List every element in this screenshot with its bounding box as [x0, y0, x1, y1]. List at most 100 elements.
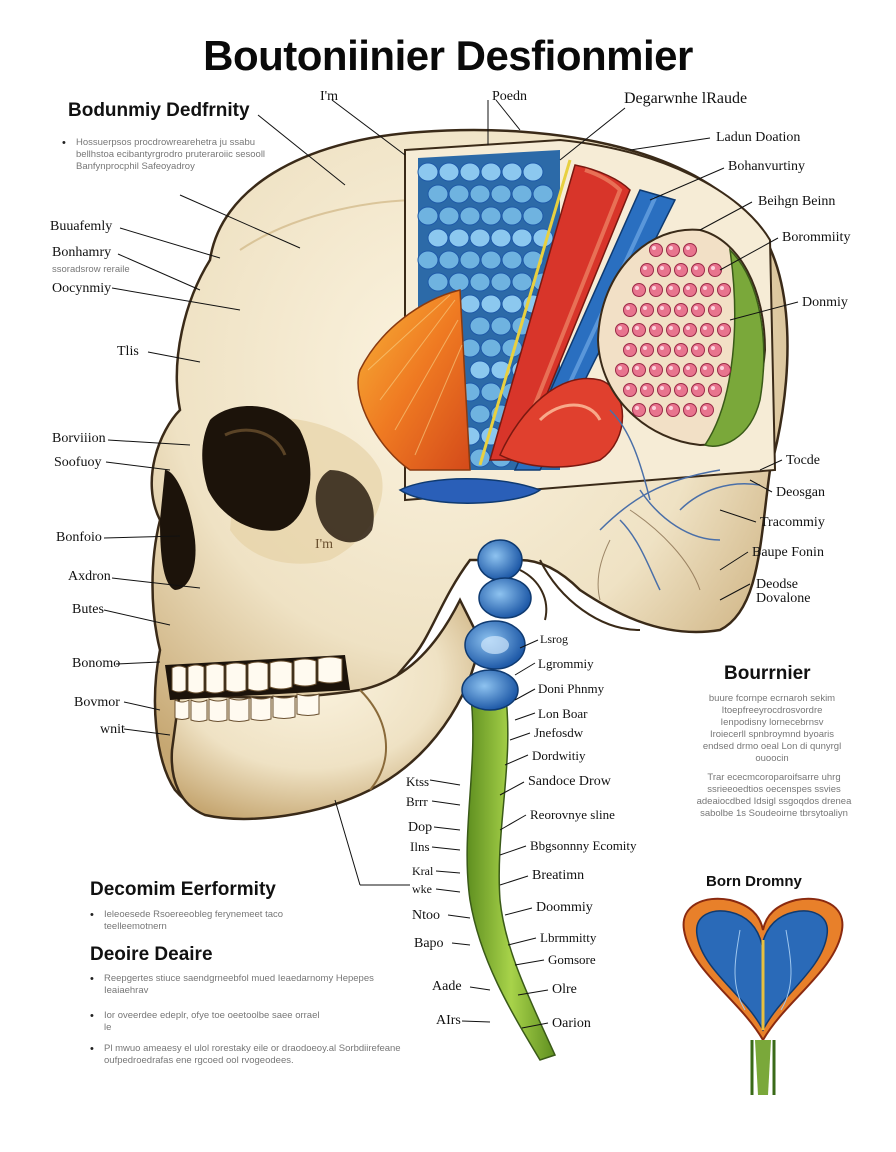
left-sublabel: ssoradsrow reraile [52, 264, 130, 275]
spine-left-label-1: Ktss [406, 774, 430, 789]
pink-cell [691, 263, 705, 277]
leader-line [719, 237, 779, 271]
brain-cell [469, 316, 491, 336]
brain-cell [459, 294, 481, 314]
pink-cell-highlight [677, 386, 681, 390]
leader-line [123, 701, 161, 711]
leader-line [447, 914, 471, 919]
pink-cell-highlight [686, 406, 690, 410]
page-title: Boutoniinier Desfionmier [203, 32, 693, 79]
spine-right-label-15: Oarion [552, 1016, 591, 1031]
right-label-4: Borommiity [782, 230, 851, 245]
leader-line [495, 99, 521, 131]
pink-cell [615, 323, 629, 337]
pink-cell-highlight [618, 366, 622, 370]
leader-line [334, 799, 361, 886]
pink-cell-highlight [626, 386, 630, 390]
brain-cell [469, 228, 491, 248]
pink-cell [632, 323, 646, 337]
pink-cell-highlight [694, 346, 698, 350]
pink-cell [640, 303, 654, 317]
leader-line [111, 577, 201, 589]
nasal-cavity [160, 470, 196, 590]
leader-line [461, 1020, 491, 1023]
brain-cell [532, 184, 554, 204]
pink-cell-highlight [626, 346, 630, 350]
pink-cell-highlight [711, 346, 715, 350]
pink-cell-highlight [635, 326, 639, 330]
left-label-11: Bovmor [74, 695, 120, 710]
spine-right-label-8: Reorovnye sline [530, 807, 615, 822]
leader-line [519, 639, 539, 649]
brain-cell [511, 228, 533, 248]
pink-cell-highlight [660, 266, 664, 270]
right-label-5: Donmiy [802, 295, 848, 310]
pink-cell [700, 283, 714, 297]
spine-left-label-7: Ntoo [412, 908, 440, 923]
brain-cell [501, 250, 523, 270]
pink-cell [674, 303, 688, 317]
leader-line [629, 137, 711, 151]
brain-cell [459, 162, 481, 182]
pink-cell-highlight [643, 346, 647, 350]
pink-cell-highlight [660, 386, 664, 390]
pink-cell [666, 283, 680, 297]
leader-line [257, 114, 346, 186]
spine-left-label-3: Dop [408, 820, 433, 835]
pink-cell [640, 263, 654, 277]
pink-cell-highlight [618, 326, 622, 330]
leader-line [719, 509, 757, 523]
leader-line [514, 688, 536, 701]
pink-cell-highlight [694, 306, 698, 310]
pink-cell-highlight [626, 306, 630, 310]
leader-line [431, 846, 461, 851]
pink-cell [691, 303, 705, 317]
leader-line [517, 989, 549, 996]
bottom-left-bullet-1: •Ieleoesede Rsoereeobleg ferynemeet taco… [90, 909, 284, 932]
pink-cell-highlight [711, 266, 715, 270]
right-label-1: Ladun Doation [716, 130, 801, 145]
leader-lines [103, 99, 799, 1029]
bottom-left-heading-1: Decomim Eerformity [90, 879, 276, 900]
pink-cell [700, 323, 714, 337]
pink-cell [674, 383, 688, 397]
right-label-8: Tracommiy [760, 515, 825, 530]
spine-right-label-7: Sandoce Drow [528, 774, 611, 789]
brain-cell [448, 228, 470, 248]
leader-line [499, 845, 527, 856]
left-label-8: Axdron [68, 569, 111, 584]
leader-line [103, 535, 181, 539]
spine-right-label-9: Bbgsonnny Ecomity [530, 838, 637, 853]
spine-right-label-3: Doni Phnmy [538, 681, 605, 696]
pink-cell [691, 343, 705, 357]
pink-cell [649, 363, 663, 377]
brain-cell [490, 272, 512, 292]
leader-line [719, 583, 751, 601]
leader-line [105, 461, 171, 471]
mandible [170, 597, 482, 821]
pink-cell-highlight [660, 306, 664, 310]
spine-right-label-4: Lon Boar [538, 706, 588, 721]
pink-cell-highlight [669, 246, 673, 250]
spine-right-label-1: Lsrog [540, 632, 568, 646]
spine-right-label-11: Doommiy [536, 900, 593, 915]
left-label-1: Buuafemly [50, 219, 113, 234]
brain-cell [501, 206, 523, 226]
bottom-left-bullet-3: •Ior oveerdee edeplr, ofye toe oeetoolbe… [90, 1010, 320, 1033]
leader-line [499, 814, 527, 831]
pink-cell [632, 363, 646, 377]
brain-cell [469, 184, 491, 204]
leader-line [514, 959, 545, 966]
leader-line [331, 99, 406, 156]
pink-cell [666, 323, 680, 337]
top-left-bullet: •Hossuerpsos procdrowrearehetra ju ssabu… [62, 137, 266, 172]
pink-cell [623, 303, 637, 317]
pink-cell [683, 283, 697, 297]
pink-cell [708, 303, 722, 317]
spine-left-label-10: AIrs [436, 1013, 461, 1028]
leader-line [111, 287, 241, 311]
pink-cell [623, 383, 637, 397]
pink-cell-highlight [635, 366, 639, 370]
spine-left-label-6: wke [412, 882, 432, 896]
pink-cell-highlight [652, 366, 656, 370]
